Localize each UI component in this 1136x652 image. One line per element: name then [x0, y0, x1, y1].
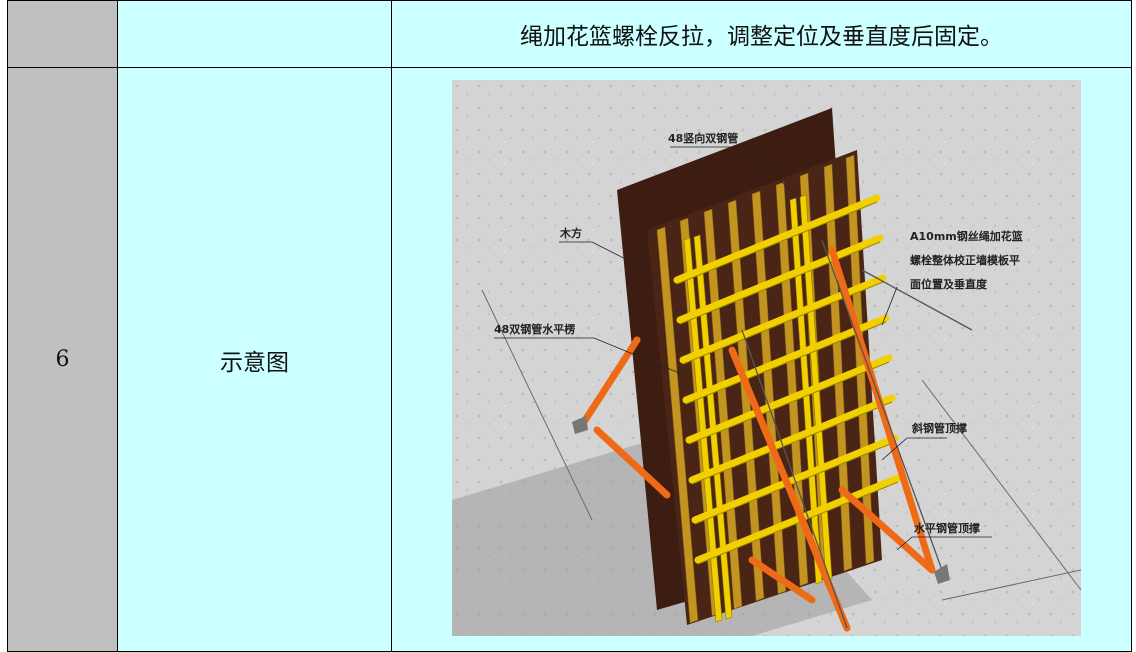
wire-ropes: [741, 239, 973, 629]
annotation-wire-rope-2: 螺栓整体校正墙模板平: [910, 253, 1020, 267]
annotation-horizontal-pipe: 48双钢管水平楞: [494, 322, 575, 336]
diagram-label: 示意图: [117, 67, 392, 652]
table-row: 绳加花篮螺栓反拉，调整定位及垂直度后固定。: [7, 0, 1132, 68]
annotation-timber: 木方: [559, 226, 582, 240]
annotation-diagonal-brace: 斜钢管顶撑: [911, 421, 967, 435]
document-table: 绳加花篮螺栓反拉，调整定位及垂直度后固定。 6 示意图: [7, 0, 1132, 652]
annotation-vertical-pipe: 48竖向双钢管: [668, 131, 738, 145]
horizontal-walers: [673, 194, 902, 564]
base-plate: [934, 564, 950, 584]
instruction-text: 绳加花篮螺栓反拉，调整定位及垂直度后固定。: [391, 0, 1132, 68]
figure-cell: 48竖向双钢管 木方 48双钢管水平楞 A10mm钢丝绳加花篮 螺栓整体校正墙模…: [391, 67, 1132, 652]
leader-lines: [494, 146, 992, 551]
table-row: 6 示意图: [7, 67, 1132, 652]
base-plate: [572, 416, 588, 434]
label-cell: [117, 0, 392, 68]
annotation-wire-rope-1: A10mm钢丝绳加花篮: [910, 229, 1023, 243]
formwork-illustration: 48竖向双钢管 木方 48双钢管水平楞 A10mm钢丝绳加花篮 螺栓整体校正墙模…: [452, 80, 1081, 636]
number-cell: [7, 0, 118, 68]
annotation-wire-rope-3: 面位置及垂直度: [910, 277, 988, 291]
annotation-horizontal-brace: 水平钢管顶撑: [914, 521, 980, 535]
step-number: 6: [7, 67, 118, 652]
diagonal-braces: [578, 246, 936, 632]
